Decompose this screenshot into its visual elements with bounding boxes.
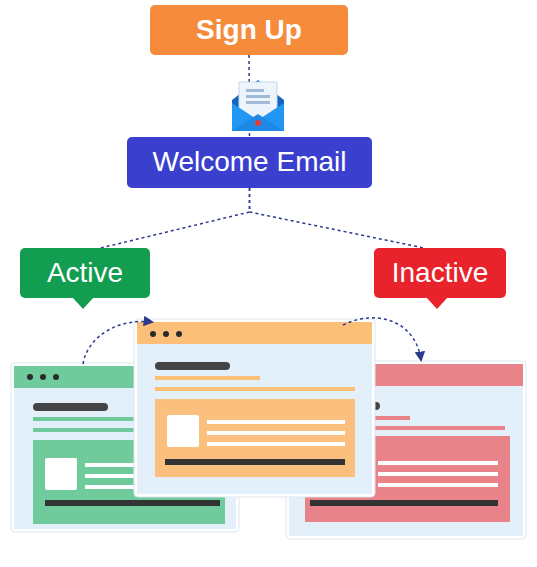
content-bar — [45, 500, 220, 506]
content-line — [378, 461, 498, 465]
letter-line — [246, 89, 264, 92]
dashed-connector — [101, 188, 250, 248]
content-bar — [155, 362, 230, 370]
envelope-seal — [255, 120, 261, 126]
content-line — [207, 431, 345, 435]
process-box: Welcome Email — [127, 137, 372, 188]
node-label: Sign Up — [196, 15, 302, 46]
window-dot — [150, 331, 156, 337]
status-callout: Inactive — [374, 248, 506, 298]
envelope-icon — [232, 80, 284, 131]
content-bar — [310, 500, 498, 506]
image-placeholder — [167, 415, 199, 447]
content-bar — [33, 403, 108, 411]
process-box: Sign Up — [150, 5, 348, 55]
dashed-connector — [248, 55, 250, 137]
content-line — [155, 376, 260, 380]
content-line — [207, 420, 345, 424]
image-placeholder — [45, 458, 77, 490]
window-dot — [163, 331, 169, 337]
content-line — [378, 483, 498, 487]
letter-line — [246, 101, 270, 104]
flow-arrow — [343, 318, 421, 360]
status-callout: Active — [20, 248, 150, 298]
content-line — [207, 442, 345, 446]
content-line — [378, 472, 498, 476]
content-bar — [165, 459, 345, 465]
content-line — [155, 387, 355, 391]
flow-arrow — [83, 321, 152, 364]
node-label: Active — [47, 258, 123, 289]
window-dot — [27, 374, 33, 380]
window-dot — [40, 374, 46, 380]
dashed-connector — [250, 188, 425, 248]
envelope-flap — [232, 114, 284, 131]
node-label: Welcome Email — [153, 147, 347, 178]
content-block — [155, 399, 355, 477]
orange-window — [134, 319, 375, 497]
letter-paper — [239, 82, 277, 118]
envelope-front — [232, 103, 284, 131]
window-header — [137, 322, 372, 344]
envelope-back — [232, 80, 284, 130]
letter-line — [246, 95, 270, 98]
window-frame — [134, 319, 375, 497]
window-body — [137, 322, 372, 494]
node-label: Inactive — [392, 258, 489, 289]
window-dot — [176, 331, 182, 337]
window-dot — [53, 374, 59, 380]
